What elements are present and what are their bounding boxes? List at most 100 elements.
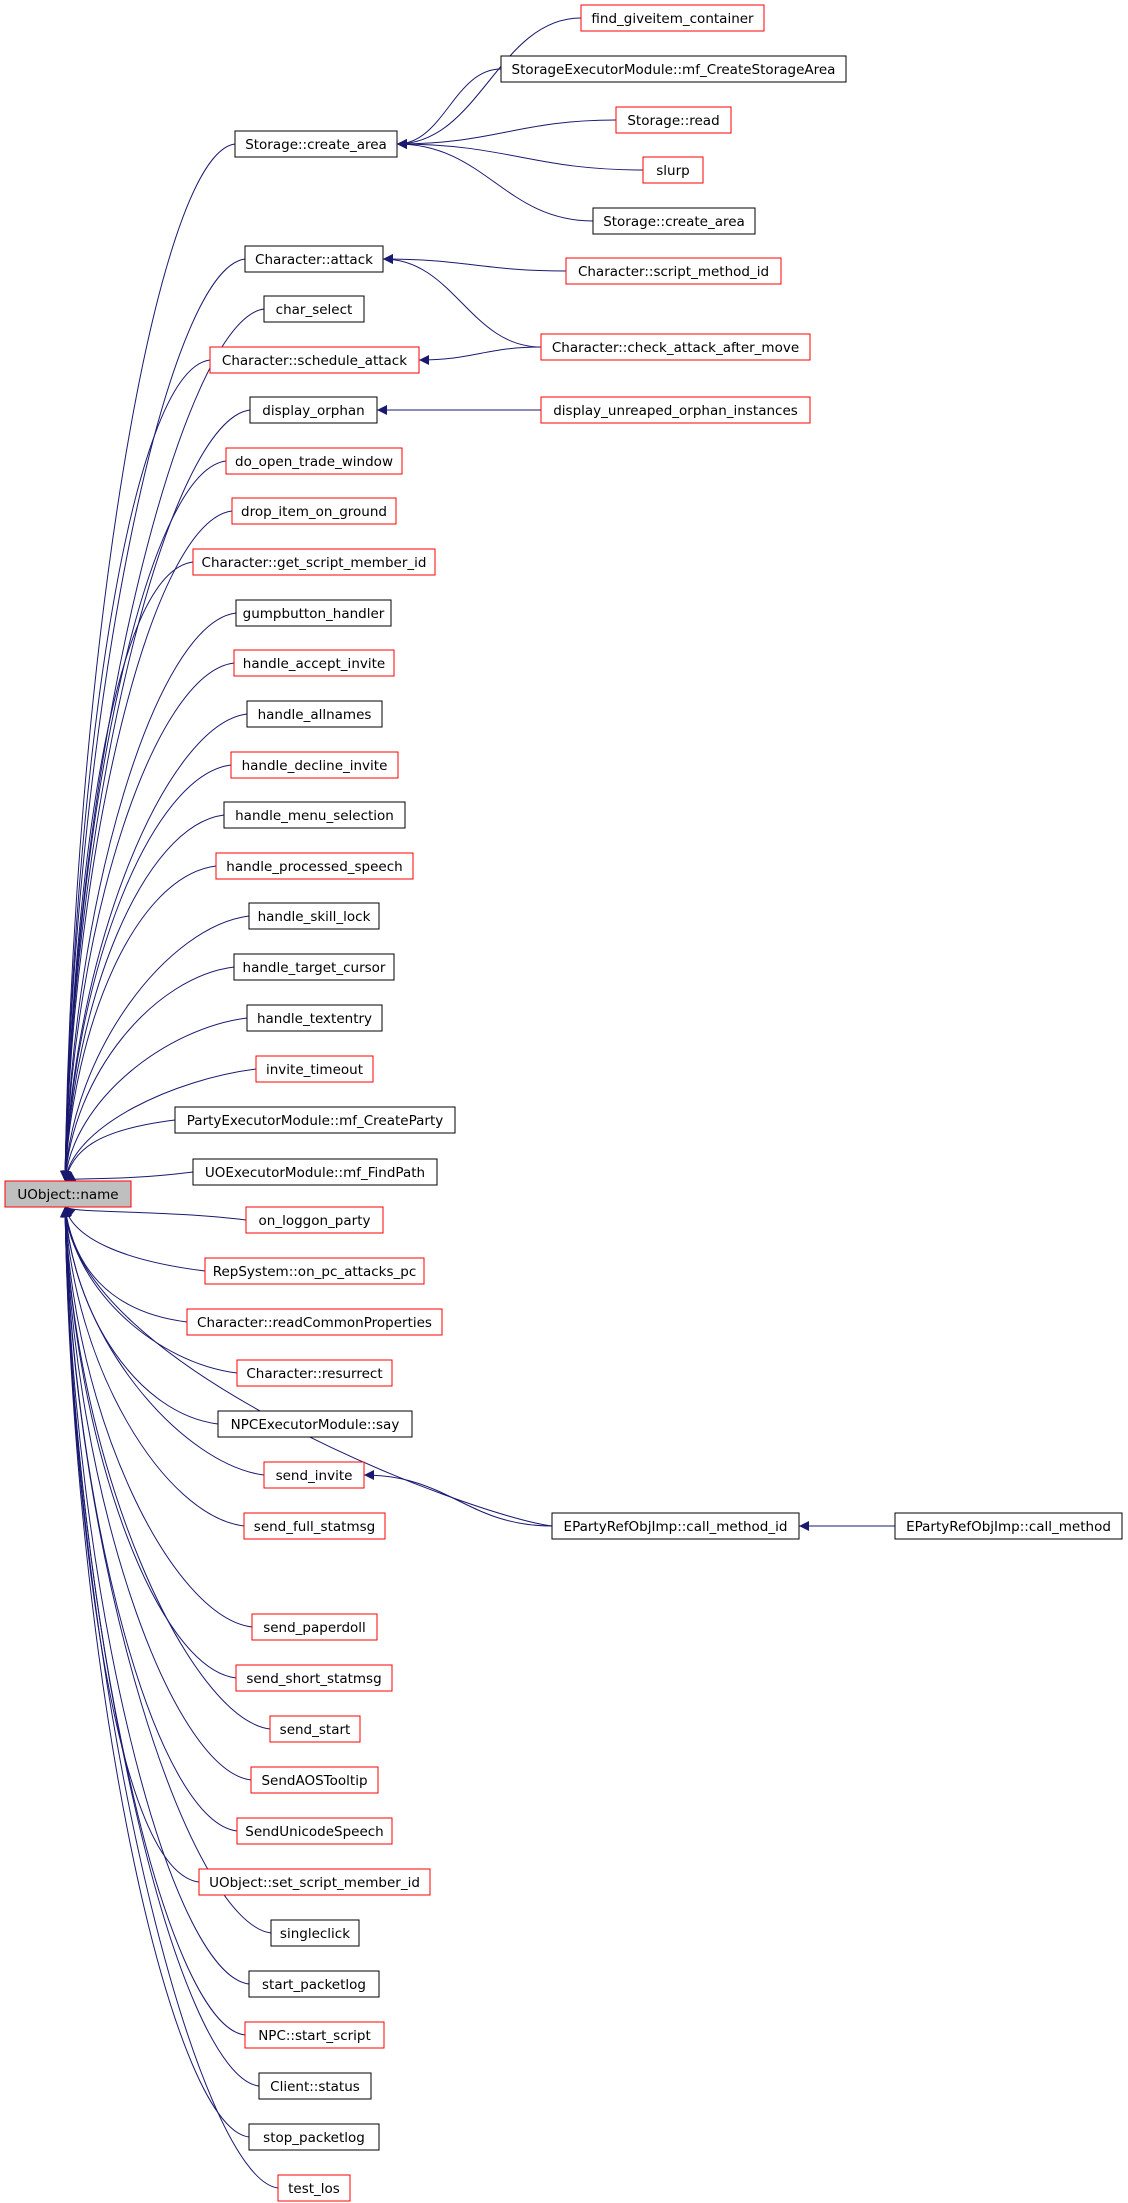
node-box bbox=[642, 156, 704, 184]
edge-n42-to-n0 bbox=[60, 1206, 238, 1832]
node-uobject-set-script-member-id[interactable]: UObject::set_script_member_id bbox=[198, 1868, 431, 1896]
node-character-script-method-id[interactable]: Character::script_method_id bbox=[565, 257, 782, 285]
node-handle-allnames[interactable]: handle_allnames bbox=[246, 700, 383, 728]
node-epartyrefobjimp-call-method-id[interactable]: EPartyRefObjImp::call_method_id bbox=[551, 1512, 800, 1540]
node-client-status[interactable]: Client::status bbox=[258, 2072, 372, 2100]
node-label: SendAOSTooltip bbox=[261, 1773, 367, 1789]
node-label: Character::schedule_attack bbox=[222, 353, 407, 369]
node-label: EPartyRefObjImp::call_method_id bbox=[564, 1519, 788, 1535]
node-gumpbutton-handler[interactable]: gumpbutton_handler bbox=[235, 599, 392, 627]
edge-n13-to-n0 bbox=[60, 409, 251, 1182]
node-character-readcommonproperties[interactable]: Character::readCommonProperties bbox=[186, 1308, 443, 1336]
node-on-loggon-party[interactable]: on_loggon_party bbox=[245, 1206, 384, 1234]
node-handle-decline-invite[interactable]: handle_decline_invite bbox=[230, 751, 399, 779]
node-label: gumpbutton_handler bbox=[243, 606, 385, 622]
node-drop-item-on-ground[interactable]: drop_item_on_ground bbox=[231, 497, 397, 525]
node-handle-processed-speech[interactable]: handle_processed_speech bbox=[215, 852, 414, 880]
node-display-unreaped-orphan-instances[interactable]: display_unreaped_orphan_instances bbox=[540, 396, 811, 424]
node-handle-skill-lock[interactable]: handle_skill_lock bbox=[248, 902, 380, 930]
node-box bbox=[894, 1512, 1123, 1540]
node-box bbox=[248, 2123, 380, 2151]
edge-n38-to-n0 bbox=[60, 1206, 253, 1628]
edge-n15-to-n0 bbox=[60, 510, 233, 1182]
node-box bbox=[246, 700, 383, 728]
node-start-packetlog[interactable]: start_packetlog bbox=[248, 1970, 380, 1998]
edge-n1-to-n5 bbox=[396, 17, 582, 149]
node-sendaostooltip[interactable]: SendAOSTooltip bbox=[250, 1766, 379, 1794]
node-label: UOExecutorModule::mf_FindPath bbox=[205, 1165, 425, 1181]
node-char-select[interactable]: char_select bbox=[263, 295, 365, 323]
node-box bbox=[215, 852, 414, 880]
edge-n21-to-n0 bbox=[60, 814, 225, 1182]
node-character-check-attack-after-move[interactable]: Character::check_attack_after_move bbox=[540, 333, 811, 361]
node-label: send_short_statmsg bbox=[246, 1671, 381, 1687]
edge-n2-to-n5 bbox=[396, 68, 502, 149]
node-stop-packetlog[interactable]: stop_packetlog bbox=[248, 2123, 380, 2151]
node-box bbox=[540, 333, 811, 361]
node-send-full-statmsg[interactable]: send_full_statmsg bbox=[243, 1512, 386, 1540]
node-label: StorageExecutorModule::mf_CreateStorageA… bbox=[512, 62, 836, 78]
node-find-giveitem-container[interactable]: find_giveitem_container bbox=[580, 4, 765, 32]
node-handle-textentry[interactable]: handle_textentry bbox=[246, 1004, 383, 1032]
node-label: on_loggon_party bbox=[259, 1213, 371, 1229]
edge-n5-to-n0 bbox=[60, 143, 236, 1182]
node-do-open-trade-window[interactable]: do_open_trade_window bbox=[225, 447, 403, 475]
edge-n26-to-n0 bbox=[61, 1068, 257, 1182]
node-box bbox=[174, 1106, 456, 1134]
node-storage-create-area[interactable]: Storage::create_area bbox=[234, 130, 398, 158]
node-handle-target-cursor[interactable]: handle_target_cursor bbox=[233, 953, 395, 981]
node-label: handle_target_cursor bbox=[243, 960, 386, 976]
node-label: handle_skill_lock bbox=[258, 909, 371, 925]
node-character-schedule-attack[interactable]: Character::schedule_attack bbox=[209, 346, 420, 374]
node-box bbox=[198, 1868, 431, 1896]
node-send-paperdoll[interactable]: send_paperdoll bbox=[251, 1613, 378, 1641]
node-label: NPCExecutorModule::say bbox=[231, 1417, 400, 1433]
node-test-los[interactable]: test_los bbox=[277, 2174, 351, 2202]
node-box bbox=[615, 106, 732, 134]
node-character-get-script-member-id[interactable]: Character::get_script_member_id bbox=[192, 548, 436, 576]
node-storage-read[interactable]: Storage::read bbox=[615, 106, 732, 134]
node-label: Character::readCommonProperties bbox=[197, 1315, 432, 1331]
edge-n41-to-n0 bbox=[60, 1206, 252, 1781]
node-singleclick[interactable]: singleclick bbox=[270, 1919, 360, 1947]
node-label: EPartyRefObjImp::call_method bbox=[906, 1519, 1111, 1535]
node-invite-timeout[interactable]: invite_timeout bbox=[255, 1055, 374, 1083]
node-label: Character::attack bbox=[255, 252, 373, 268]
node-storage-create-area[interactable]: Storage::create_area bbox=[592, 207, 756, 235]
node-send-invite[interactable]: send_invite bbox=[263, 1461, 365, 1489]
node-slurp[interactable]: slurp bbox=[642, 156, 704, 184]
node-box bbox=[192, 548, 436, 576]
node-character-resurrect[interactable]: Character::resurrect bbox=[236, 1359, 393, 1387]
node-npcexecutormodule-say[interactable]: NPCExecutorModule::say bbox=[217, 1410, 413, 1438]
node-handle-menu-selection[interactable]: handle_menu_selection bbox=[223, 801, 406, 829]
edge-n14-to-n0 bbox=[60, 460, 227, 1182]
node-label: handle_textentry bbox=[257, 1011, 372, 1027]
node-label: send_paperdoll bbox=[263, 1620, 366, 1636]
node-display-orphan[interactable]: display_orphan bbox=[249, 396, 378, 424]
node-label: send_start bbox=[280, 1722, 351, 1738]
node-box bbox=[246, 1004, 383, 1032]
edge-n10-to-n0 bbox=[60, 308, 265, 1182]
node-box bbox=[204, 1257, 425, 1285]
node-box bbox=[217, 1410, 413, 1438]
node-send-start[interactable]: send_start bbox=[269, 1715, 361, 1743]
edge-n22-to-n0 bbox=[60, 865, 217, 1182]
node-box bbox=[225, 447, 403, 475]
node-epartyrefobjimp-call-method[interactable]: EPartyRefObjImp::call_method bbox=[894, 1512, 1123, 1540]
node-repsystem-on-pc-attacks-pc[interactable]: RepSystem::on_pc_attacks_pc bbox=[204, 1257, 425, 1285]
node-uoexecutormodule-mf-findpath[interactable]: UOExecutorModule::mf_FindPath bbox=[192, 1158, 438, 1186]
node-handle-accept-invite[interactable]: handle_accept_invite bbox=[233, 649, 395, 677]
node-storageexecutormodule-mf-createstoragearea[interactable]: StorageExecutorModule::mf_CreateStorageA… bbox=[500, 55, 847, 83]
node-uobject-name[interactable]: UObject::name bbox=[4, 1180, 132, 1208]
node-box bbox=[209, 346, 420, 374]
node-npc-start-script[interactable]: NPC::start_script bbox=[244, 2021, 385, 2049]
node-label: handle_allnames bbox=[258, 707, 372, 723]
node-character-attack[interactable]: Character::attack bbox=[244, 245, 384, 273]
edge-n24-to-n0 bbox=[60, 966, 235, 1182]
node-partyexecutormodule-mf-createparty[interactable]: PartyExecutorModule::mf_CreateParty bbox=[174, 1106, 456, 1134]
edge-n28-to-n0 bbox=[64, 1171, 194, 1182]
node-send-short-statmsg[interactable]: send_short_statmsg bbox=[235, 1664, 393, 1692]
node-sendunicodespeech[interactable]: SendUnicodeSpeech bbox=[236, 1817, 393, 1845]
node-box bbox=[540, 396, 811, 424]
edge-n3-to-n5 bbox=[396, 119, 617, 149]
